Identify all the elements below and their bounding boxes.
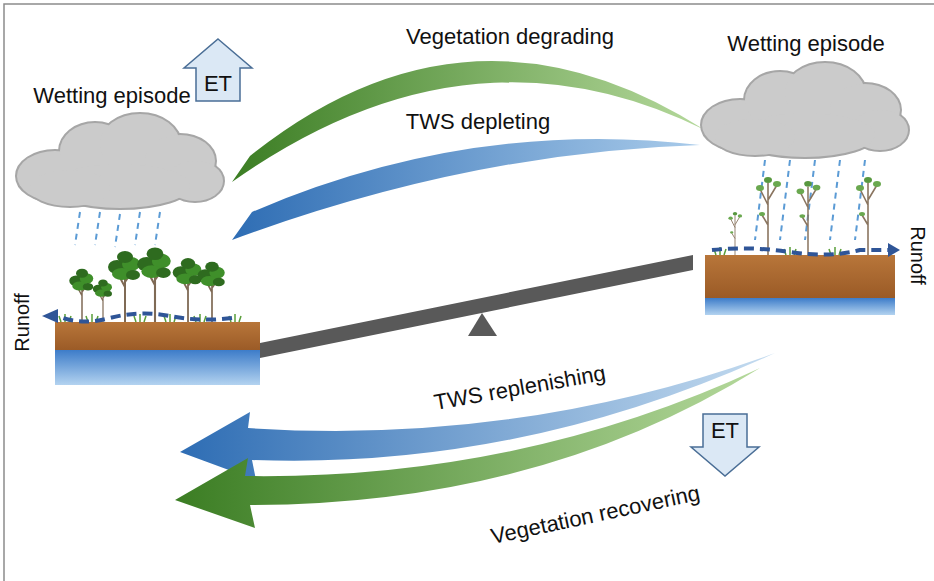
cloud (17, 114, 223, 208)
et-arrow: ET (690, 413, 760, 477)
runoff-flow (58, 313, 232, 321)
water-storage (705, 298, 895, 315)
episode-label: Wetting episode (33, 83, 190, 108)
rain (75, 160, 865, 247)
runoff-arrowhead (888, 243, 900, 257)
arc-label: Vegetation recovering (488, 480, 701, 549)
runoff-arrowhead (42, 309, 58, 323)
episode-label: Wetting episode (727, 31, 884, 56)
seesaw-bar (260, 255, 693, 358)
seesaw-fulcrum (468, 313, 497, 336)
runoff-label: Runoff (11, 293, 34, 352)
et-arrow: ET (183, 38, 253, 102)
arc-label: Vegetation degrading (406, 24, 614, 49)
arc-label: TWS replenishing (432, 360, 607, 415)
trees (59, 247, 241, 322)
trees (714, 177, 881, 255)
tws-arc (232, 139, 700, 240)
et-label: ET (204, 72, 232, 96)
runoff-label: Runoff (905, 226, 928, 285)
soil-layer (55, 322, 260, 351)
runoff-flow (712, 248, 890, 254)
arc-label: TWS depleting (406, 109, 550, 134)
cloud (702, 63, 908, 157)
water-storage (55, 350, 260, 385)
frame-line (4, 4, 934, 581)
soil-layer (705, 255, 895, 299)
et-label: ET (711, 419, 739, 443)
